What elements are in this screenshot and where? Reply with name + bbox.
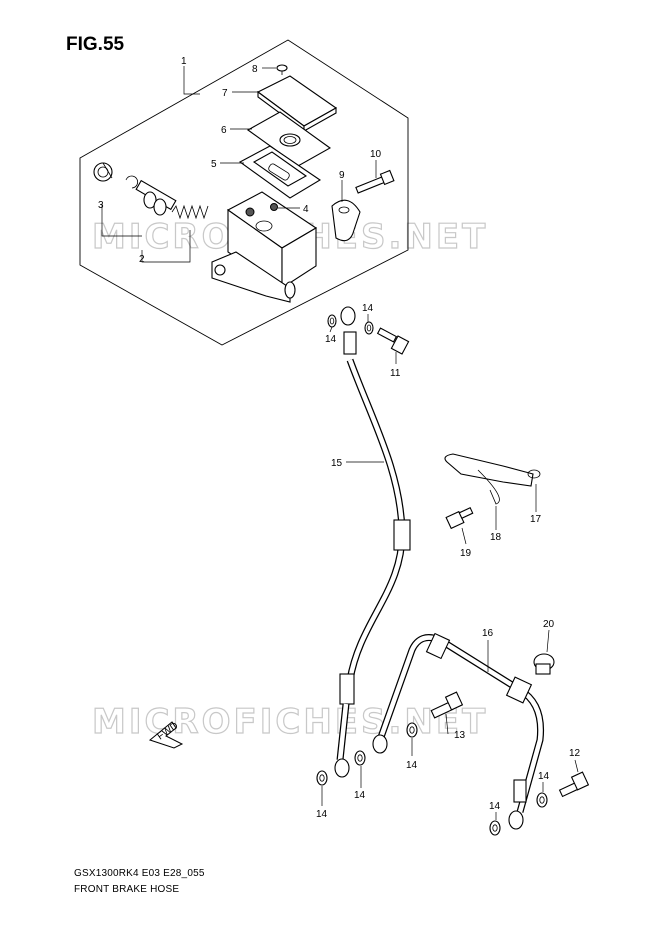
- diaphragm-5: [238, 145, 322, 199]
- circlip: [125, 175, 138, 189]
- brake-hose-16: [372, 632, 545, 830]
- plate-6: [246, 111, 332, 167]
- bolt-12: [558, 771, 590, 798]
- washer-lower-left: [316, 770, 328, 786]
- callout-2: 2: [139, 254, 145, 265]
- callout-14-e: 14: [354, 790, 366, 801]
- washer-top-right: [364, 321, 374, 335]
- bracket-17: [444, 453, 541, 487]
- callout-7: 7: [222, 88, 228, 99]
- callout-12: 12: [569, 748, 581, 759]
- callout-14-b: 14: [362, 303, 374, 314]
- callout-15: 15: [331, 458, 343, 469]
- callout-6: 6: [221, 125, 227, 136]
- master-cylinder-body: [211, 191, 318, 303]
- union-bolt-11: [376, 327, 410, 355]
- callout-10: 10: [370, 149, 382, 160]
- callout-20: 20: [543, 619, 555, 630]
- washer-bottom: [489, 820, 501, 836]
- callout-5: 5: [211, 159, 217, 170]
- callout-18: 18: [490, 532, 502, 543]
- callout-1: 1: [181, 56, 187, 67]
- clamp-20: [533, 653, 555, 675]
- callout-19: 19: [460, 548, 472, 559]
- figure-title: FIG.55: [66, 34, 125, 55]
- washer-top-left: [327, 314, 337, 328]
- screw-8: [276, 64, 288, 75]
- union-bolt-13: [430, 691, 464, 719]
- callout-14-c: 14: [406, 760, 418, 771]
- callout-14-g: 14: [489, 801, 501, 812]
- callout-3: 3: [98, 200, 104, 211]
- callout-8: 8: [252, 64, 258, 75]
- bolt-19: [445, 507, 474, 530]
- callout-11: 11: [390, 368, 401, 379]
- brake-hose-15: [334, 306, 411, 778]
- boot-3: [93, 162, 113, 182]
- clip-18: [477, 469, 500, 505]
- screw-4: [270, 203, 278, 211]
- callout-17: 17: [530, 514, 542, 525]
- callout-4: 4: [303, 204, 309, 215]
- callout-14-f: 14: [538, 771, 550, 782]
- callout-14-a: 14: [325, 334, 337, 345]
- callout-16: 16: [482, 628, 494, 639]
- assembly-box: [79, 39, 409, 346]
- model-code: GSX1300RK4 E03 E28_055: [74, 868, 205, 879]
- washer-13: [406, 722, 418, 738]
- piston-set-2: [135, 179, 209, 220]
- bolt-10: [355, 169, 395, 194]
- washer-12: [536, 792, 548, 808]
- callout-14-d: 14: [316, 809, 328, 820]
- watermark-bottom: MICROFICHES.NET: [92, 702, 488, 742]
- figure-caption: FRONT BRAKE HOSE: [74, 884, 180, 895]
- callout-9: 9: [339, 170, 345, 181]
- callout-13: 13: [454, 730, 466, 741]
- washer-lower-mid: [354, 750, 366, 766]
